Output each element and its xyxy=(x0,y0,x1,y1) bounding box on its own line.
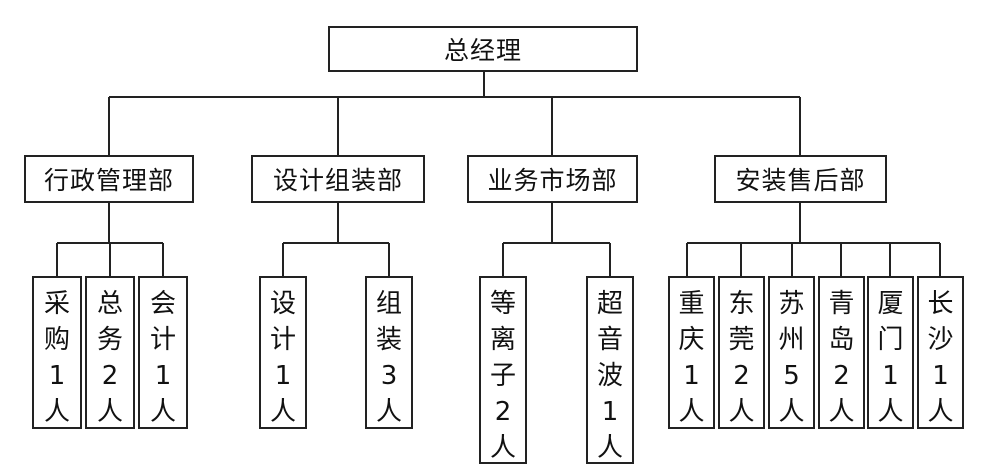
unit-char: 计 xyxy=(269,325,296,355)
unit-char: 人 xyxy=(728,397,755,427)
unit-char: 1 xyxy=(882,361,899,391)
unit-box: 长 沙 1 人 xyxy=(917,276,964,429)
unit-char: 人 xyxy=(269,397,296,427)
unit-char: 人 xyxy=(778,397,805,427)
unit-box: 东 莞 2 人 xyxy=(718,276,765,429)
unit-char: 岛 xyxy=(828,325,855,355)
unit-char: 子 xyxy=(489,361,516,391)
unit-char: 务 xyxy=(96,325,123,355)
root-node: 总经理 xyxy=(328,26,638,72)
unit-box: 青 岛 2 人 xyxy=(818,276,865,429)
unit-char: 超 xyxy=(596,289,623,319)
unit-box: 苏 州 5 人 xyxy=(768,276,815,429)
unit-char: 2 xyxy=(833,361,850,391)
unit-char: 1 xyxy=(274,361,292,391)
unit-char: 重 xyxy=(678,289,705,319)
unit-char: 人 xyxy=(149,397,176,427)
unit-char: 人 xyxy=(43,397,70,427)
unit-box: 厦 门 1 人 xyxy=(867,276,914,429)
unit-char: 门 xyxy=(877,325,904,355)
unit-char: 1 xyxy=(48,361,66,391)
unit-char: 1 xyxy=(932,361,949,391)
unit-char: 1 xyxy=(154,361,172,391)
unit-char: 人 xyxy=(678,397,705,427)
unit-char: 1 xyxy=(601,397,619,427)
unit-char: 人 xyxy=(96,397,123,427)
unit-char: 音 xyxy=(596,325,623,355)
unit-box: 重 庆 1 人 xyxy=(668,276,715,429)
unit-char: 3 xyxy=(380,361,398,391)
department-box: 行政管理部 xyxy=(24,155,194,203)
unit-char: 计 xyxy=(149,325,176,355)
unit-char: 青 xyxy=(828,289,855,319)
department-box: 安装售后部 xyxy=(714,155,887,203)
unit-char: 采 xyxy=(43,289,70,319)
unit-char: 设 xyxy=(269,289,296,319)
unit-char: 波 xyxy=(596,361,623,391)
unit-char: 州 xyxy=(778,325,805,355)
unit-char: 庆 xyxy=(678,325,705,355)
unit-box: 超 音 波 1 人 xyxy=(586,276,634,464)
unit-char: 等 xyxy=(489,289,516,319)
unit-char: 东 xyxy=(728,289,755,319)
unit-char: 2 xyxy=(101,361,119,391)
unit-char: 长 xyxy=(927,289,954,319)
unit-char: 人 xyxy=(828,397,855,427)
unit-char: 装 xyxy=(375,325,402,355)
unit-box: 会 计 1 人 xyxy=(138,276,188,429)
unit-char: 1 xyxy=(683,361,700,391)
unit-char: 人 xyxy=(877,397,904,427)
unit-char: 莞 xyxy=(728,325,755,355)
unit-box: 采 购 1 人 xyxy=(32,276,82,429)
unit-box: 总 务 2 人 xyxy=(85,276,135,429)
unit-char: 人 xyxy=(596,433,623,463)
unit-box: 组 装 3 人 xyxy=(365,276,413,429)
unit-char: 会 xyxy=(149,289,176,319)
unit-char: 2 xyxy=(494,397,512,427)
unit-char: 人 xyxy=(375,397,402,427)
unit-char: 组 xyxy=(375,289,402,319)
unit-char: 2 xyxy=(733,361,750,391)
department-box: 设计组装部 xyxy=(251,155,425,203)
unit-char: 5 xyxy=(783,361,800,391)
unit-char: 人 xyxy=(927,397,954,427)
unit-box: 设 计 1 人 xyxy=(259,276,307,429)
unit-char: 总 xyxy=(96,289,123,319)
department-box: 业务市场部 xyxy=(467,155,638,203)
unit-char: 人 xyxy=(489,433,516,463)
unit-box: 等 离 子 2 人 xyxy=(479,276,527,464)
unit-char: 苏 xyxy=(778,289,805,319)
unit-char: 沙 xyxy=(927,325,954,355)
unit-char: 厦 xyxy=(877,289,904,319)
unit-char: 购 xyxy=(43,325,70,355)
unit-char: 离 xyxy=(489,325,516,355)
